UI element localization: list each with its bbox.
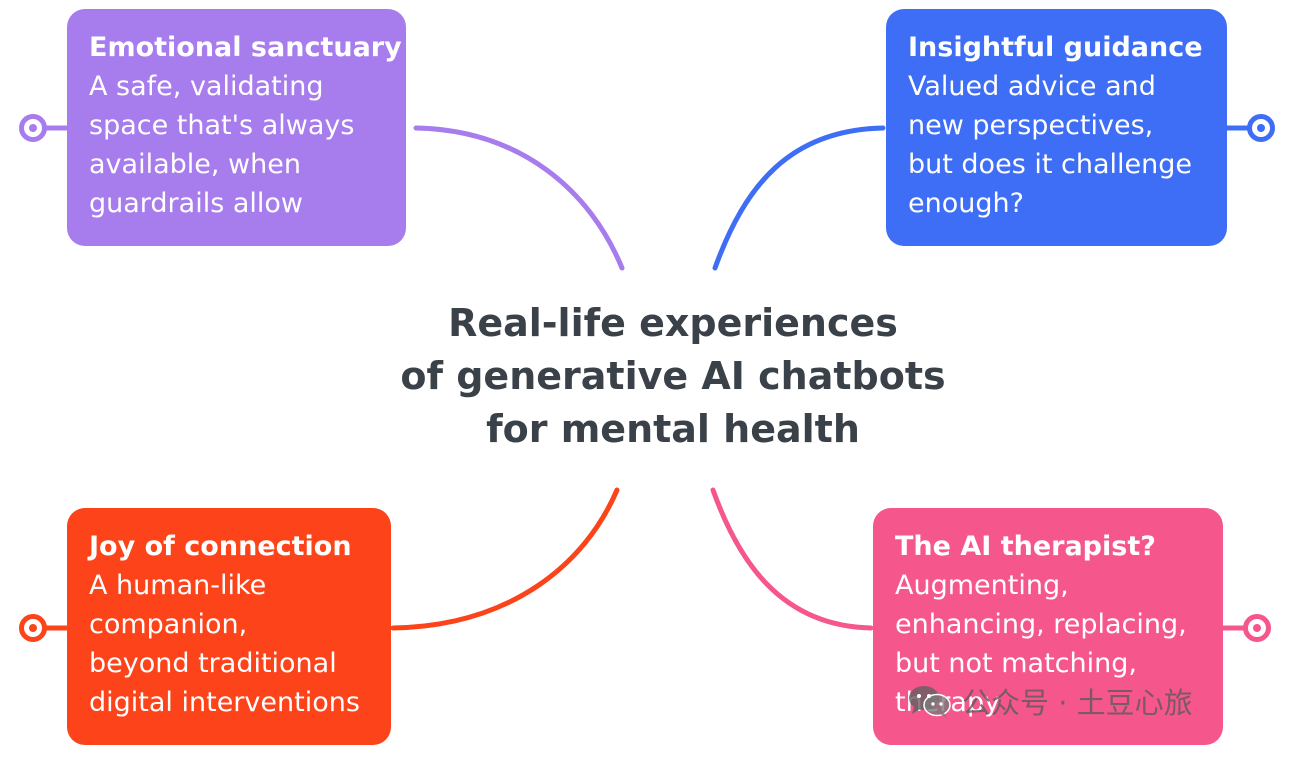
central-topic-line: of generative AI chatbots	[400, 354, 946, 398]
card-body-line: available, when	[89, 149, 301, 180]
endpoint-emotional-sanctuary-icon	[19, 114, 47, 142]
card-body-line: new perspectives,	[908, 110, 1154, 141]
card-body: A human-like companion, beyond tradition…	[89, 566, 369, 722]
connector-joy-of-connection	[390, 487, 620, 631]
central-topic: Real-life experiences of generative AI c…	[380, 297, 966, 456]
card-heading: The AI therapist?	[895, 531, 1156, 562]
card-joy-of-connection: Joy of connection A human-like companion…	[67, 508, 391, 745]
watermark: 公众号 · 土豆心旅	[906, 680, 1193, 722]
card-body-line: space that's always	[89, 110, 355, 141]
card-body-line: but not matching,	[895, 648, 1137, 679]
card-body: Augmenting, enhancing, replacing, but no…	[895, 566, 1201, 722]
card-heading: Emotional sanctuary	[89, 32, 402, 63]
endpoint-insightful-guidance-icon	[1247, 114, 1275, 142]
card-body-line: A human-like	[89, 570, 267, 601]
card-body-line: digital interventions	[89, 687, 360, 718]
card-heading: Insightful guidance	[908, 32, 1203, 63]
card-heading: Joy of connection	[89, 531, 352, 562]
connector-emotional-sanctuary	[413, 125, 625, 271]
card-body-line: Valued advice and	[908, 71, 1156, 102]
card-body-line: enough?	[908, 188, 1024, 219]
card-insightful-guidance: Insightful guidance Valued advice and ne…	[886, 9, 1227, 246]
card-body-line: beyond traditional	[89, 648, 337, 679]
central-topic-line: for mental health	[486, 407, 860, 451]
endpoint-joy-of-connection-icon	[19, 614, 47, 642]
card-body-line: but does it challenge	[908, 149, 1192, 180]
card-body: A safe, validating space that's always a…	[89, 67, 384, 223]
connector-insightful-guidance	[712, 125, 886, 271]
card-body-line: guardrails allow	[89, 188, 304, 219]
card-body-line: companion,	[89, 609, 248, 640]
endpoint-ai-therapist-icon	[1243, 614, 1271, 642]
card-body: Valued advice and new perspectives, but …	[908, 67, 1205, 223]
wechat-icon	[909, 686, 951, 718]
card-emotional-sanctuary: Emotional sanctuary A safe, validating s…	[67, 9, 406, 246]
watermark-text: 公众号 · 土豆心旅	[962, 686, 1193, 720]
card-body-line: A safe, validating	[89, 71, 324, 102]
card-body-line: enhancing, replacing,	[895, 609, 1187, 640]
central-topic-line: Real-life experiences	[448, 301, 898, 345]
card-body-line: Augmenting,	[895, 570, 1069, 601]
connector-ai-therapist	[710, 487, 874, 631]
